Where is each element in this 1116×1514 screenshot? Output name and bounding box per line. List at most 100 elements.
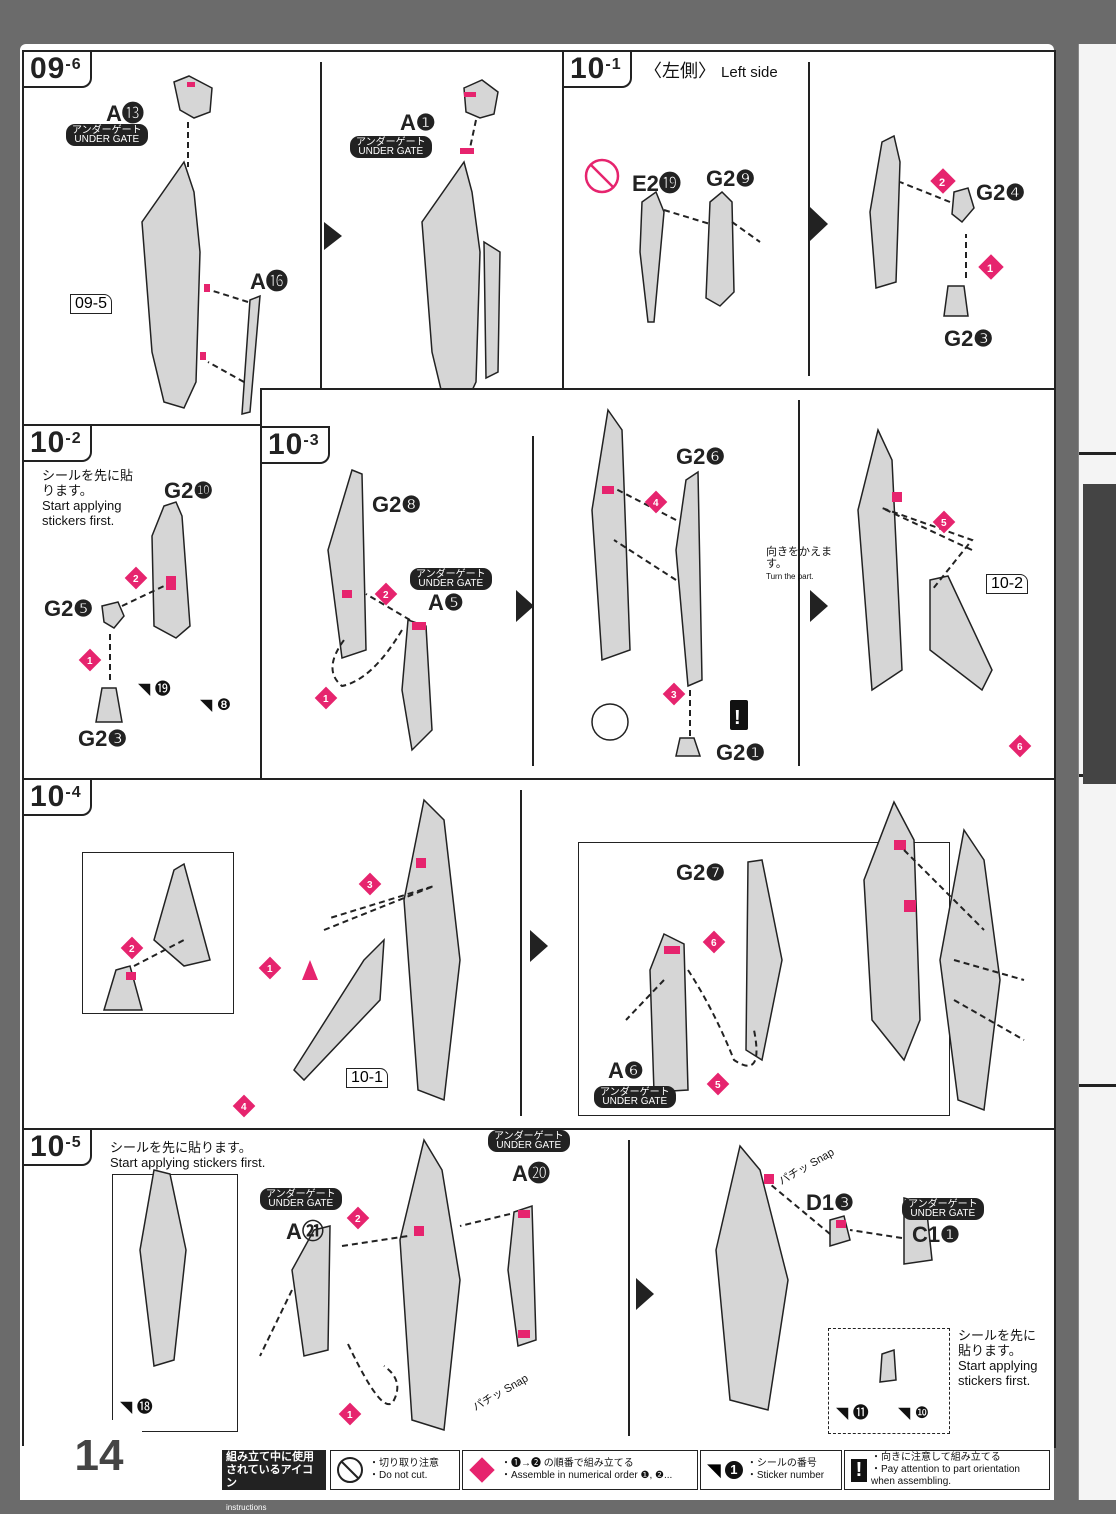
sticker-number-icon: 1 [724,1461,743,1479]
next-page-edge [1078,44,1116,1500]
step-divider [628,1140,630,1436]
panel-step-10-2: 10-2 シールを先に貼ります。Start applying stickers … [22,424,264,780]
step-divider [808,62,810,376]
reference-tag: 09-5 [70,294,113,314]
step-divider [520,790,522,1116]
step-number: 10-2 [24,426,92,462]
order-mark: 6 [1017,742,1023,753]
sticker-note: シールを先に貼ります。Start applying stickers first… [42,468,134,528]
part-label: G2❺ [44,596,94,621]
connector-detail-icon [591,703,629,741]
sticker-number: ◥ ⓳ [138,681,171,698]
panel-step-10-5: 10-5 シールを先に貼ります。Start applying stickers … [22,1128,1056,1448]
legend-sticker: ◥ 1 ・シールの番号・Sticker number [700,1450,842,1490]
part-label: A❻ [608,1058,644,1083]
legend-attention: ! ・向きに注意して組み立てる・Pay attention to part or… [844,1450,1050,1490]
part-label: G2❸ [78,726,128,751]
assembly-illustration: ! 1 2 3 4 5 6 [314,408,1032,758]
order-mark: 4 [241,1102,247,1113]
order-mark: 2 [133,574,139,585]
part-label: D1❸ [806,1190,854,1215]
order-mark: 1 [347,1410,353,1421]
sticker-number: ◥ ⓫ [836,1405,869,1422]
part-label: A⓭ [106,101,144,126]
turn-note: 向きをかえます。Turn the part. [766,546,832,581]
footer [20,1446,1054,1500]
sticker-number: ◥ ❽ [200,697,232,714]
order-mark: 1 [987,263,993,275]
part-label: G2❿ [164,478,214,503]
part-label: G2❶ [716,740,766,765]
part-label: A㉑ [286,1219,324,1244]
order-mark: 1 [87,656,93,667]
assembly-illustration: 21 [78,501,191,723]
part-label: A❺ [428,590,464,615]
order-mark: 1 [323,694,329,705]
edge-photo [1083,484,1116,784]
order-mark: 3 [367,880,373,891]
order-mark: 2 [129,944,135,955]
sticker-note: シールを先に貼ります。Start applying stickers first… [958,1328,1038,1388]
part-label: G2❼ [676,860,726,885]
assembly-illustration: 21 [584,134,1004,323]
order-mark: 5 [715,1080,721,1091]
step-divider [320,62,322,412]
order-mark: 3 [671,690,677,701]
part-label: E2⓳ [632,171,681,196]
panel-step-10-4: 10-4 1 2 3 4 5 6 10- [22,778,1056,1130]
assembly-illustration [141,75,501,415]
step-divider [532,436,534,766]
order-mark: 1 [267,964,273,975]
part-label: A⓰ [250,269,288,294]
order-mark: 2 [939,177,945,189]
sticker-number: ◥ ⓲ [120,1399,153,1416]
order-mark: 5 [941,518,947,529]
assembly-illustration: 1 2 [139,1138,933,1431]
detail-inset [828,1328,950,1434]
detail-inset [112,1174,238,1432]
edge-divider [1079,1084,1116,1087]
part-label: G2❹ [976,180,1026,205]
side-note: 〈左側〉 Left side [644,61,778,81]
sticker-note: シールを先に貼ります。Start applying stickers first… [110,1140,266,1170]
part-label: C1❶ [912,1222,960,1247]
reference-tag: 10-1 [346,1068,389,1088]
legend-order: ・❶→❷ の順番で組み立てる・Assemble in numerical ord… [462,1450,698,1490]
sticker-number: ◥ ❿ [898,1405,930,1422]
detail-inset [82,852,234,1014]
part-label: G2❽ [372,492,422,517]
order-mark: 2 [355,1214,361,1225]
order-mark-icon [469,1457,495,1483]
reference-tag: 10-2 [986,574,1029,594]
step-number: 10-1 [564,52,632,88]
part-label: A❶ [400,110,436,135]
step-divider [798,400,800,766]
part-label: G2❾ [706,166,756,191]
order-mark: 4 [653,498,659,509]
order-mark: 6 [711,938,717,949]
step-number: 10-3 [262,426,330,464]
part-label: A⓴ [512,1161,550,1186]
attention-icon [730,700,748,730]
legend-do-not-cut: ・切り取り注意・Do not cut. [330,1450,460,1490]
order-mark: 2 [383,590,389,601]
panel-step-10-3: 10-3 ! 1 2 3 4 5 6 [260,388,1056,780]
step-number: 10-5 [24,1130,92,1166]
attention-icon: ! [851,1458,867,1482]
svg-text:!: ! [734,707,741,729]
step-number: 10-4 [24,780,92,816]
part-label: G2❸ [944,326,994,351]
part-label: G2❻ [676,444,726,469]
assembly-illustration: 1 2 3 4 5 6 [102,798,1025,1118]
edge-divider [1079,452,1116,455]
